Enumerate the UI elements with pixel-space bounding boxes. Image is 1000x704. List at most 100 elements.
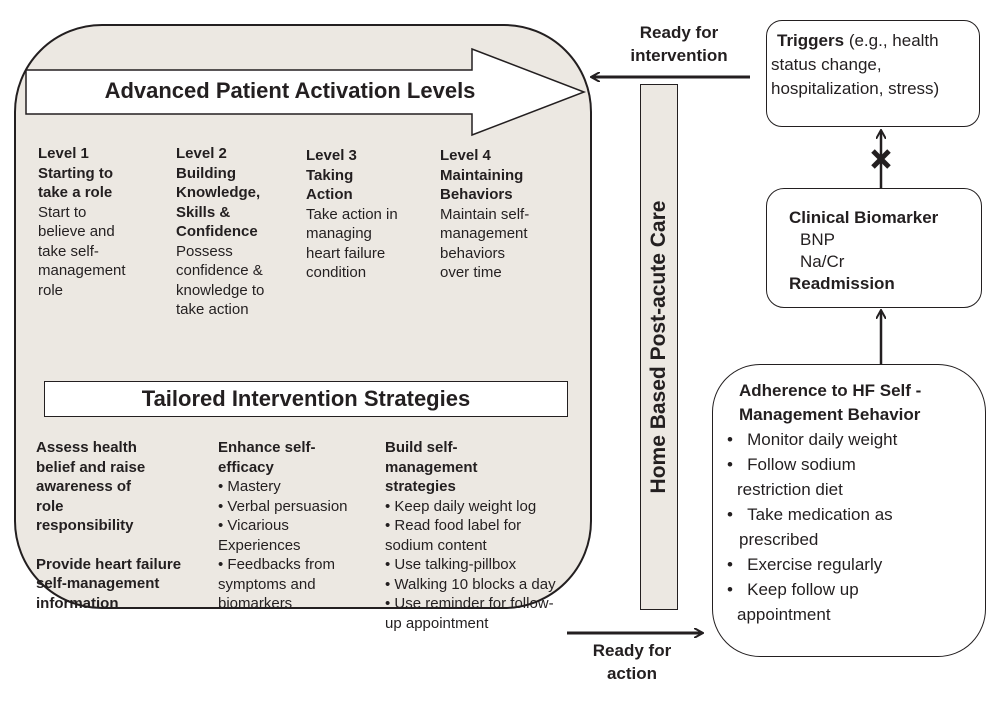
adherence-item: • Take medication as <box>727 505 893 524</box>
triggers-line-3: hospitalization, stress) <box>771 79 940 98</box>
strategy-build-item: • Keep daily weight log <box>385 497 537 515</box>
strategy-build-item: • Use talking-pillbox <box>385 556 517 573</box>
adherence-item: • Monitor daily weight <box>727 430 898 449</box>
level-3-body-3: heart failure <box>306 244 386 262</box>
level-2-body-1: Possess <box>176 242 233 260</box>
strategy-provide-line: self-management <box>36 575 160 592</box>
strategy-efficacy-item: symptoms and <box>218 575 316 593</box>
adherence-item: • Keep follow up <box>727 580 859 599</box>
adherence-item-text: Exercise regularly <box>747 555 883 574</box>
level-3-body-4: condition <box>306 264 367 281</box>
strategy-build-heading: strategies <box>385 478 456 495</box>
adherence-item-text: Keep follow up <box>747 580 859 599</box>
level-1-body-1: Start to <box>38 203 87 221</box>
strategy-build-item: • Read food label for <box>385 517 522 534</box>
strategy-assess-line: role <box>36 497 64 515</box>
strategy-provide-line: Provide heart failure <box>36 555 182 573</box>
strategy-efficacy-item: Experiences <box>218 536 301 554</box>
level-1-heading-2: Starting to <box>38 164 113 182</box>
triggers-box: Triggers (e.g., health status change, ho… <box>766 20 980 127</box>
level-3-heading-1: Level 3 <box>306 147 357 164</box>
strategies-title: Tailored Intervention Strategies <box>141 386 471 411</box>
strategy-build-item: • Use reminder for follow- <box>385 595 554 612</box>
strategy-assess-line: belief and raise <box>36 458 146 476</box>
adherence-item-text: Monitor daily weight <box>747 430 898 449</box>
level-4-body-3: behaviors <box>440 244 506 262</box>
strategy-efficacy-heading: efficacy <box>218 458 274 476</box>
strategy-build-heading: Build self- <box>385 439 458 456</box>
adherence-item-continued: restriction diet <box>737 480 843 499</box>
level-1-body-5: role <box>38 281 64 299</box>
level-3-body-2: managing <box>306 225 372 242</box>
level-3-heading-2: Taking <box>306 166 354 184</box>
level-2-heading-5: Confidence <box>176 223 258 240</box>
strategy-efficacy-item: • Feedbacks from <box>218 556 335 573</box>
biomarker-title: Clinical Biomarker <box>789 208 939 227</box>
readmission-label: Readmission <box>789 274 895 293</box>
blocked-x-icon <box>871 149 891 169</box>
biomarker-item-bnp: BNP <box>800 230 835 249</box>
strategy-efficacy-item: • Vicarious <box>218 517 289 534</box>
strategy-efficacy-item: • Mastery <box>218 478 281 495</box>
adherence-title-2: Management Behavior <box>739 405 921 424</box>
ready-intervention-line-1: Ready for <box>639 23 719 42</box>
level-2-heading-3: Knowledge, <box>176 184 261 201</box>
biomarker-box: Clinical Biomarker BNP Na/Cr Readmission <box>766 188 982 308</box>
strategy-efficacy-heading: Enhance self- <box>218 439 316 456</box>
strategy-build-item: up appointment <box>385 614 489 632</box>
level-4-body-4: over time <box>440 264 502 281</box>
level-4-heading-1: Level 4 <box>440 147 491 164</box>
strategies-title-box: Tailored Intervention Strategies <box>44 381 568 417</box>
level-2-body-2: confidence & <box>176 262 263 279</box>
strategy-build-heading: management <box>385 458 478 476</box>
level-1-body-4: management <box>38 262 126 279</box>
level-1: Level 1 Starting to take a role Start to… <box>38 144 126 300</box>
strategy-efficacy: Enhance self- efficacy • Mastery • Verba… <box>218 438 348 614</box>
adherence-item-continued: prescribed <box>739 530 819 549</box>
level-1-heading-1: Level 1 <box>38 145 89 162</box>
adherence-item: • Exercise regularly <box>727 555 883 574</box>
level-3: Level 3 Taking Action Take action in man… <box>306 146 398 283</box>
strategy-efficacy-item: biomarkers <box>218 595 293 612</box>
level-2-heading-4: Skills & <box>176 203 231 221</box>
ready-intervention-line-2: intervention <box>630 46 728 65</box>
adherence-item-text: Follow sodium <box>747 455 856 474</box>
level-2-body-4: take action <box>176 301 249 318</box>
triggers-title: Triggers <box>777 31 845 50</box>
triggers-line-2: status change, <box>771 55 882 74</box>
ready-action-line-1: Ready for <box>592 641 672 660</box>
level-1-body-3: take self- <box>38 242 99 260</box>
level-3-heading-3: Action <box>306 186 353 203</box>
strategy-build: Build self- management strategies • Keep… <box>385 438 556 633</box>
adherence-item-text: Take medication as <box>747 505 893 524</box>
home-based-care-label: Home Based Post-acute Care <box>647 200 670 494</box>
activation-arrow <box>25 47 587 137</box>
strategy-build-item: sodium content <box>385 536 487 554</box>
strategy-assess-line: responsibility <box>36 517 134 534</box>
biomarker-item-nacr: Na/Cr <box>800 252 845 271</box>
level-1-body-2: believe and <box>38 223 115 240</box>
strategy-assess-line: awareness of <box>36 478 132 495</box>
adherence-title-1: Adherence to HF Self - <box>739 381 922 400</box>
home-based-care-bar <box>640 84 678 610</box>
triggers-line-1: (e.g., health <box>844 31 939 50</box>
adherence-item-continued: appointment <box>737 605 831 624</box>
adherence-box: Adherence to HF Self - Management Behavi… <box>712 364 986 657</box>
level-1-heading-3: take a role <box>38 184 113 201</box>
strategy-assess-line: Assess health <box>36 439 137 456</box>
ready-action-label: Ready for action <box>572 639 692 685</box>
ready-action-line-2: action <box>606 664 658 683</box>
level-2-heading-1: Level 2 <box>176 145 227 162</box>
level-4-heading-2: Maintaining <box>440 166 524 184</box>
level-4-body-2: management <box>440 225 528 242</box>
level-3-body-1: Take action in <box>306 205 398 223</box>
strategy-assess: Assess health belief and raise awareness… <box>36 438 181 613</box>
level-2-heading-2: Building <box>176 164 236 182</box>
adherence-item: • Follow sodium <box>727 455 856 474</box>
level-4: Level 4 Maintaining Behaviors Maintain s… <box>440 146 529 283</box>
strategy-efficacy-item: • Verbal persuasion <box>218 497 348 515</box>
level-4-body-1: Maintain self- <box>440 205 530 223</box>
ready-intervention-label: Ready for intervention <box>604 21 754 67</box>
strategy-provide-line: information <box>36 594 119 612</box>
level-2-body-3: knowledge to <box>176 281 265 299</box>
